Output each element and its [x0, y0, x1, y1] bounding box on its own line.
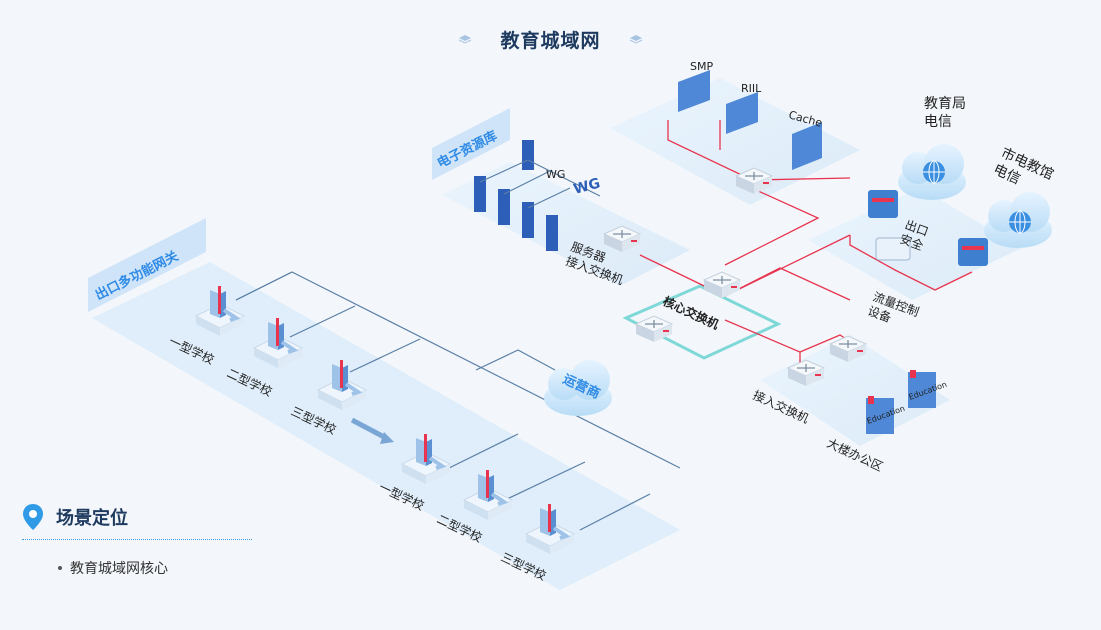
exit-platform [808, 188, 1022, 300]
firewall-icon [958, 238, 988, 266]
title-bar: 教育城域网 [0, 22, 1101, 56]
server-links [479, 159, 601, 209]
legend-divider [22, 539, 252, 540]
building-icon [908, 370, 936, 408]
legend-title: 场景定位 [56, 508, 128, 529]
label-wg-badge: WG [572, 175, 602, 197]
layer-icon [459, 35, 472, 44]
monitor-icon-riil [726, 92, 758, 134]
legend-item: 教育城域网核心 [22, 558, 252, 578]
management-platform [610, 78, 860, 205]
school-platform [92, 262, 680, 590]
monitor-icon-cache [792, 122, 822, 170]
bullet-icon [58, 566, 62, 570]
building-icon [866, 396, 894, 434]
label-city-telecom: 市电教馆电信 [991, 144, 1057, 199]
label-riil: RIIL [741, 82, 762, 95]
page-title: 教育城域网 [500, 29, 601, 52]
core-switch-icon [703, 271, 741, 299]
globe-icon [922, 160, 946, 184]
firewall-icon [868, 190, 898, 218]
arrow-head-icon [380, 432, 394, 444]
layer-icon [629, 35, 642, 44]
monitor-icon-smp [678, 70, 710, 112]
location-pin-icon [23, 504, 43, 530]
legend: 场景定位 教育城域网核心 [22, 503, 252, 578]
globe-icon [1008, 210, 1032, 234]
label-edu-bureau: 教育局电信 [924, 96, 966, 130]
label-wg: WG [546, 168, 565, 181]
flow-control-icon [875, 237, 911, 261]
server-rack-icon [474, 140, 558, 251]
label-smp: SMP [690, 60, 713, 73]
arrow-icon [350, 417, 388, 441]
core-ring [622, 284, 782, 360]
